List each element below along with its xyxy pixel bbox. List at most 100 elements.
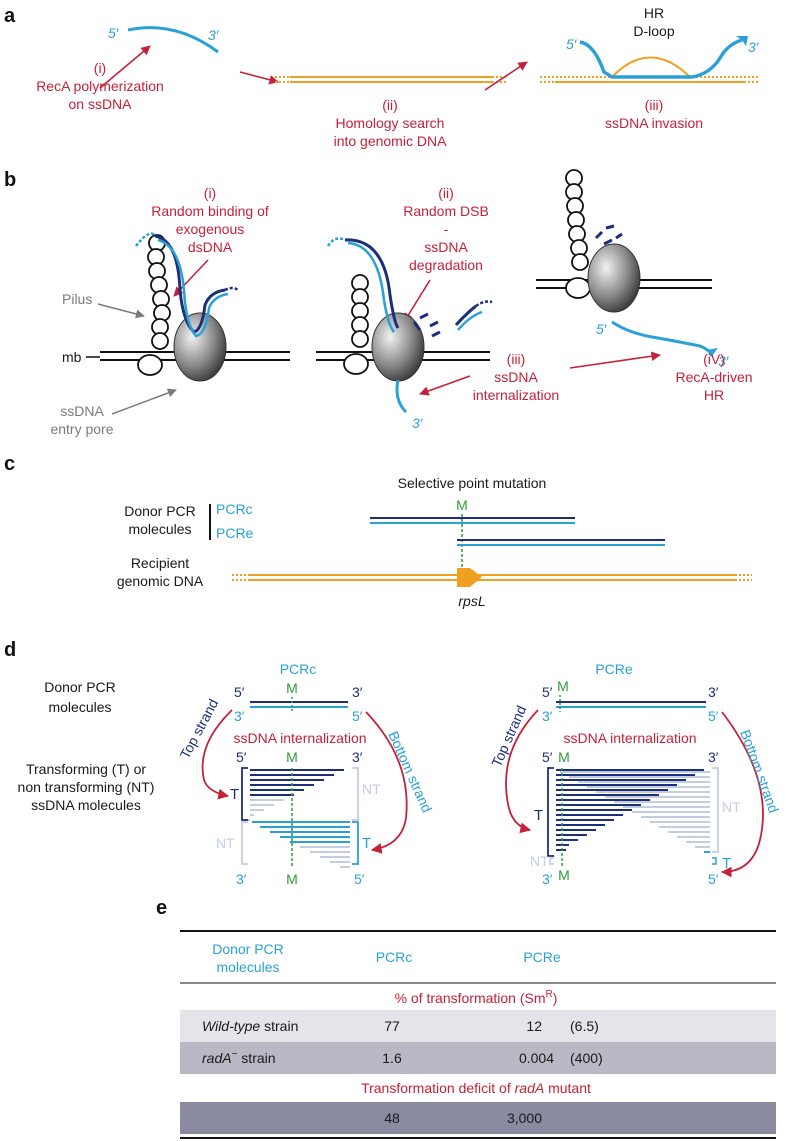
c-pcre-molecule xyxy=(457,539,665,546)
c-pcrc-label: PCRc xyxy=(216,501,253,517)
d-pcre-3p-bottom: 3′ xyxy=(542,708,553,724)
d-pcre-diagram: PCRe M 5′ 3′ 3′ 5′ ssDNA internalization… xyxy=(488,661,782,887)
d-pcre-title: PCRe xyxy=(595,661,633,677)
dloop-label: D-loop xyxy=(633,23,674,39)
three-prime-label: 3′ xyxy=(208,27,220,43)
table-row-wildtype-label: Wild-type strain xyxy=(202,1018,298,1034)
panel-d-letter: d xyxy=(4,639,16,661)
b-step1-line2: exogenous xyxy=(176,221,245,237)
pilus-2 xyxy=(343,274,369,375)
c-donor-line2: molecules xyxy=(128,521,191,537)
panel-a: a 5′ 3′ (i) RecA polymerization on ssDNA… xyxy=(4,5,760,149)
b-step2-number: (ii) xyxy=(438,185,454,201)
d-pcrc-5p-bottom: 5′ xyxy=(352,708,363,724)
panel-e-letter: e xyxy=(156,897,167,919)
step2-line1: Homology search xyxy=(336,115,445,131)
d-pcre-3p-stack: 3′ xyxy=(708,749,719,765)
pilus-3 xyxy=(565,169,591,299)
b-three-prime: 3′ xyxy=(412,415,424,431)
pilus-1 xyxy=(137,234,171,376)
b-step4-line2: HR xyxy=(704,387,724,403)
table-deficit-title: Transformation deficit of radA mutant xyxy=(361,1080,591,1096)
table-row-rada-v2: 0.004 xyxy=(519,1050,554,1066)
panel-e: e Donor PCR molecules PCRc PCRe % of tra… xyxy=(156,897,776,1139)
d-pcrc-t-left: T xyxy=(230,786,239,803)
d-pcrc-3p-bottom: 3′ xyxy=(234,708,245,724)
b-step3-number: (iii) xyxy=(507,351,526,367)
b-three-prime-2: 3′ xyxy=(718,353,730,369)
step1-line1: RecA polymerization xyxy=(36,78,164,94)
d-pcre-5p-bottom-stack: 5′ xyxy=(708,871,719,887)
d-trans-line2: non transforming (NT) xyxy=(18,779,155,795)
b-step1-line1: Random binding of xyxy=(151,203,269,219)
d-pcrc-diagram: PCRc M 5′ 3′ 3′ 5′ ssDNA internalization… xyxy=(177,661,436,887)
c-gene-label: rpsL xyxy=(458,593,485,609)
table-row-wildtype-v1: 77 xyxy=(384,1018,400,1034)
b-step3-line1: ssDNA xyxy=(494,369,538,385)
arrow-step1 xyxy=(99,45,151,89)
step3-line1: ssDNA invasion xyxy=(605,115,703,131)
pore-pointer xyxy=(111,388,177,415)
d-pcrc-internalization: ssDNA internalization xyxy=(233,730,366,746)
rpsl-gene-arrow xyxy=(457,568,482,587)
d-trans-line3: ssDNA molecules xyxy=(31,797,141,813)
step1-line2: on ssDNA xyxy=(68,96,132,112)
pilus-pointer xyxy=(97,303,145,319)
b-step4-line1: RecA-driven xyxy=(675,369,752,385)
mb-label: mb xyxy=(62,349,82,365)
d-pcre-3p-top: 3′ xyxy=(708,684,719,700)
d-pcrc-3p-top: 3′ xyxy=(352,684,363,700)
c-mutation-mark: M xyxy=(456,497,468,513)
b-arrow-to-cell2 xyxy=(419,375,471,396)
cell-diagram-2 xyxy=(316,237,493,414)
d-pcre-mark-bottom: M xyxy=(558,867,570,883)
c-title: Selective point mutation xyxy=(398,475,547,491)
d-pcrc-t-right: T xyxy=(362,835,371,852)
table-header-line2: molecules xyxy=(216,959,279,975)
b-step2-line3: ssDNA xyxy=(424,239,468,255)
d-pcrc-title: PCRc xyxy=(280,661,317,677)
d-pcrc-top-strand-label: Top strand xyxy=(177,696,222,761)
table-row-rada-v1: 1.6 xyxy=(382,1050,402,1066)
d-pcre-3p-bottom-stack: 3′ xyxy=(542,871,553,887)
d-pcre-t-left: T xyxy=(534,807,543,824)
d-pcre-t-right: T xyxy=(722,855,731,872)
d-pcrc-mark-top: M xyxy=(286,680,298,696)
b-step2-line2: - xyxy=(444,221,449,237)
d-pcre-mark-top: M xyxy=(557,678,569,694)
c-genomic-dna xyxy=(232,574,752,581)
b-step2-line4: degradation xyxy=(409,257,483,273)
d-donor-line1: Donor PCR xyxy=(44,679,116,695)
d-pcrc-5p-stack: 5′ xyxy=(236,749,247,765)
c-pcrc-molecule xyxy=(370,517,575,524)
d-pcrc-nt-right: NT xyxy=(362,781,381,797)
b-arrow-step2 xyxy=(403,279,431,323)
d-pcrc-nt-left: NT xyxy=(216,835,235,851)
cell-diagram-1 xyxy=(100,232,290,382)
panel-a-letter: a xyxy=(4,5,16,27)
d-trans-line1: Transforming (T) or xyxy=(26,761,146,777)
b-step1-line3: dsDNA xyxy=(188,239,233,255)
table-row-rada-v3: (400) xyxy=(570,1050,603,1066)
c-recipient-line2: genomic DNA xyxy=(117,573,204,589)
table-deficit-v2: 3,000 xyxy=(507,1110,542,1126)
cell-diagram-3 xyxy=(536,169,718,357)
d-pcrc-3p-stack: 3′ xyxy=(352,749,363,765)
panel-c: c Selective point mutation Donor PCR mol… xyxy=(4,453,752,609)
table-row-wildtype-v3: (6.5) xyxy=(570,1018,599,1034)
c-pcre-label: PCRe xyxy=(216,525,254,541)
ssdna-strand xyxy=(127,26,219,54)
d-pcrc-bottom-strand-molecules xyxy=(252,821,350,868)
d-pcrc-3p-bottom-stack: 3′ xyxy=(236,871,247,887)
table-deficit-v1: 48 xyxy=(384,1110,400,1126)
table-row-wildtype-bg xyxy=(180,1010,776,1042)
d-pcre-5p-top: 5′ xyxy=(542,684,553,700)
step3-number: (iii) xyxy=(645,97,664,113)
d-pcrc-5p-top: 5′ xyxy=(234,684,245,700)
dloop-three-prime: 3′ xyxy=(748,39,760,55)
table-col-pcrc: PCRc xyxy=(376,949,413,965)
d-pcre-nt-right: NT xyxy=(722,799,741,815)
table-row-wildtype-v2: 12 xyxy=(526,1018,542,1034)
b-step4-number: (iV) xyxy=(703,351,725,367)
